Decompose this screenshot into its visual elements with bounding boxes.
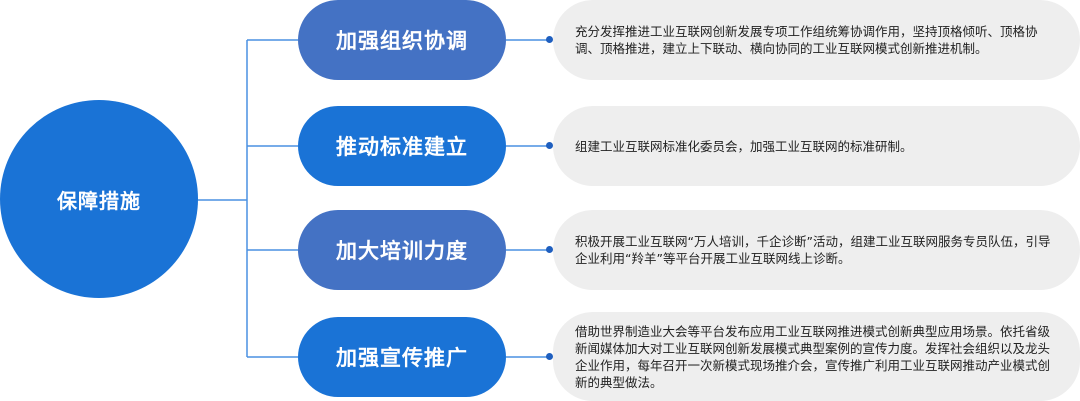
connector-dot — [546, 246, 553, 253]
measure-node-3: 加大培训力度 — [298, 210, 506, 290]
description-text: 组建工业互联网标准化委员会，加强工业互联网的标准研制。 — [575, 138, 913, 154]
measure-title: 推动标准建立 — [336, 135, 468, 159]
root-label: 保障措施 — [57, 188, 141, 213]
measure-node-2: 推动标准建立 — [298, 106, 506, 186]
description-box-2: 组建工业互联网标准化委员会，加强工业互联网的标准研制。 — [553, 106, 1080, 186]
connector-dot — [546, 142, 553, 149]
measure-title: 加大培训力度 — [336, 239, 468, 263]
description-box-4: 借助世界制造业大会等平台发布应用工业互联网推进模式创新典型应用场景。依托省级新闻… — [553, 312, 1080, 401]
root-node: 保障措施 — [0, 100, 198, 298]
measure-title: 加强宣传推广 — [336, 346, 468, 370]
description-text: 积极开展工业互联网“万人培训，千企诊断”活动，组建工业互联网服务专员队伍，引导企… — [575, 234, 1051, 266]
description-text: 借助世界制造业大会等平台发布应用工业互联网推进模式创新典型应用场景。依托省级新闻… — [575, 323, 1051, 390]
description-box-3: 积极开展工业互联网“万人培训，千企诊断”活动，组建工业互联网服务专员队伍，引导企… — [553, 210, 1080, 290]
description-box-1: 充分发挥推进工业互联网创新发展专项工作组统筹协调作用，坚持顶格倾听、顶格协调、顶… — [553, 0, 1080, 80]
measure-node-4: 加强宣传推广 — [298, 317, 506, 397]
description-text: 充分发挥推进工业互联网创新发展专项工作组统筹协调作用，坚持顶格倾听、顶格协调、顶… — [575, 24, 1038, 56]
connector-dot — [546, 353, 553, 360]
connector-dot — [546, 36, 553, 43]
measure-node-1: 加强组织协调 — [298, 0, 506, 80]
measure-title: 加强组织协调 — [336, 29, 468, 53]
